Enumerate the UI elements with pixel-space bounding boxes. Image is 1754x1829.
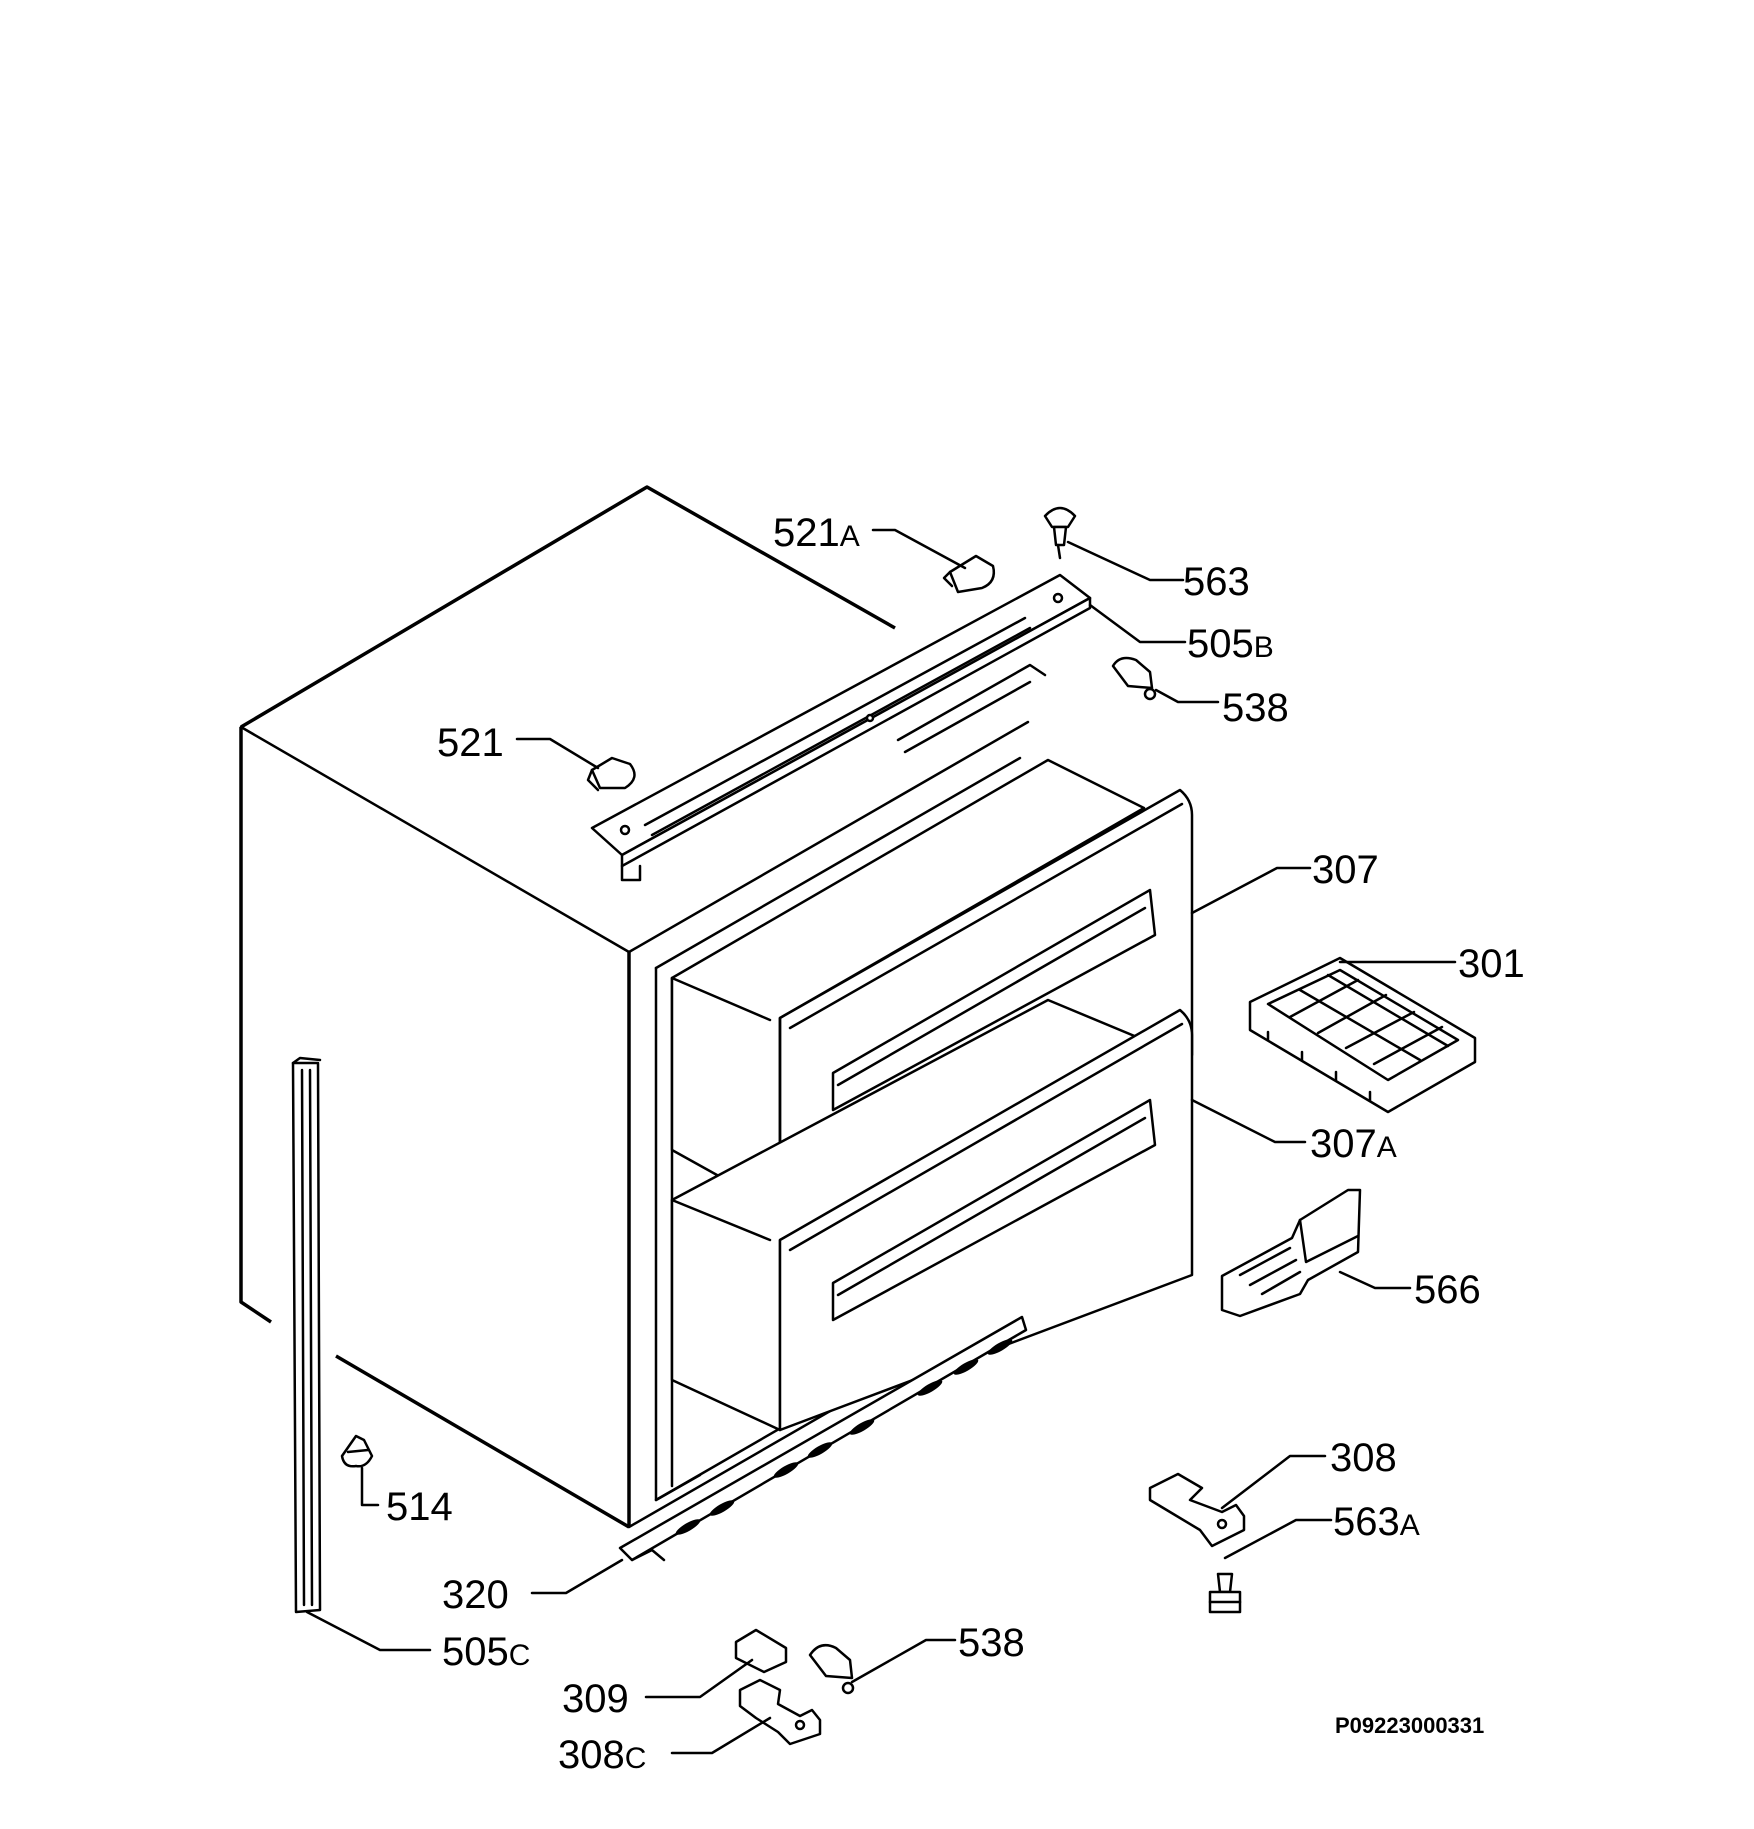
callout-307a: 307A — [1310, 1122, 1397, 1166]
label-number: 566 — [1414, 1268, 1481, 1312]
callout-521: 521 — [437, 721, 504, 765]
callout-307: 307 — [1312, 848, 1379, 892]
callout-521a: 521A — [773, 511, 860, 555]
label-number: 307 — [1310, 1122, 1377, 1166]
hinge-bar-bottom — [618, 1315, 1028, 1562]
label-number: 320 — [442, 1573, 509, 1617]
callout-308: 308 — [1330, 1436, 1397, 1480]
callout-301: 301 — [1458, 942, 1525, 986]
callout-514: 514 — [386, 1485, 453, 1529]
callout-538-bottom: 538 — [958, 1621, 1025, 1665]
label-number: 521 — [437, 721, 504, 765]
label-number: 307 — [1312, 848, 1379, 892]
callout-308c: 308C — [558, 1733, 646, 1777]
small-parts — [340, 506, 1477, 1746]
callout-505b: 505B — [1187, 622, 1274, 666]
label-number: 538 — [1222, 686, 1289, 730]
document-id: P09223000331 — [1335, 1713, 1484, 1738]
label-number: 521 — [773, 511, 840, 555]
callout-538-top: 538 — [1222, 686, 1289, 730]
label-number: 309 — [562, 1677, 629, 1721]
callout-309: 309 — [562, 1677, 629, 1721]
callout-505c: 505C — [442, 1630, 530, 1674]
label-number: 505 — [1187, 622, 1254, 666]
callout-563: 563 — [1183, 560, 1250, 604]
callout-labels: 521A 563 505B 538 521 307 301 307A 566 3… — [386, 511, 1525, 1777]
label-number: 514 — [386, 1485, 453, 1529]
label-number: 563 — [1183, 560, 1250, 604]
leader-lines — [305, 528, 1457, 1755]
hinge-bar-top — [590, 573, 1092, 882]
label-suffix: A — [840, 520, 860, 553]
callout-320: 320 — [442, 1573, 509, 1617]
label-suffix: A — [1377, 1131, 1397, 1164]
label-suffix: C — [625, 1742, 647, 1775]
label-number: 505 — [442, 1630, 509, 1674]
drawer-lower — [670, 998, 1194, 1432]
seal-strip — [291, 1056, 322, 1614]
label-number: 563 — [1333, 1500, 1400, 1544]
label-suffix: C — [509, 1639, 531, 1672]
label-number: 538 — [958, 1621, 1025, 1665]
callout-566: 566 — [1414, 1268, 1481, 1312]
label-suffix: A — [1400, 1509, 1420, 1542]
label-number: 301 — [1458, 942, 1525, 986]
label-suffix: B — [1254, 631, 1274, 664]
label-number: 308 — [1330, 1436, 1397, 1480]
label-number: 308 — [558, 1733, 625, 1777]
cabinet — [239, 485, 1047, 1529]
callout-563a: 563A — [1333, 1500, 1420, 1544]
